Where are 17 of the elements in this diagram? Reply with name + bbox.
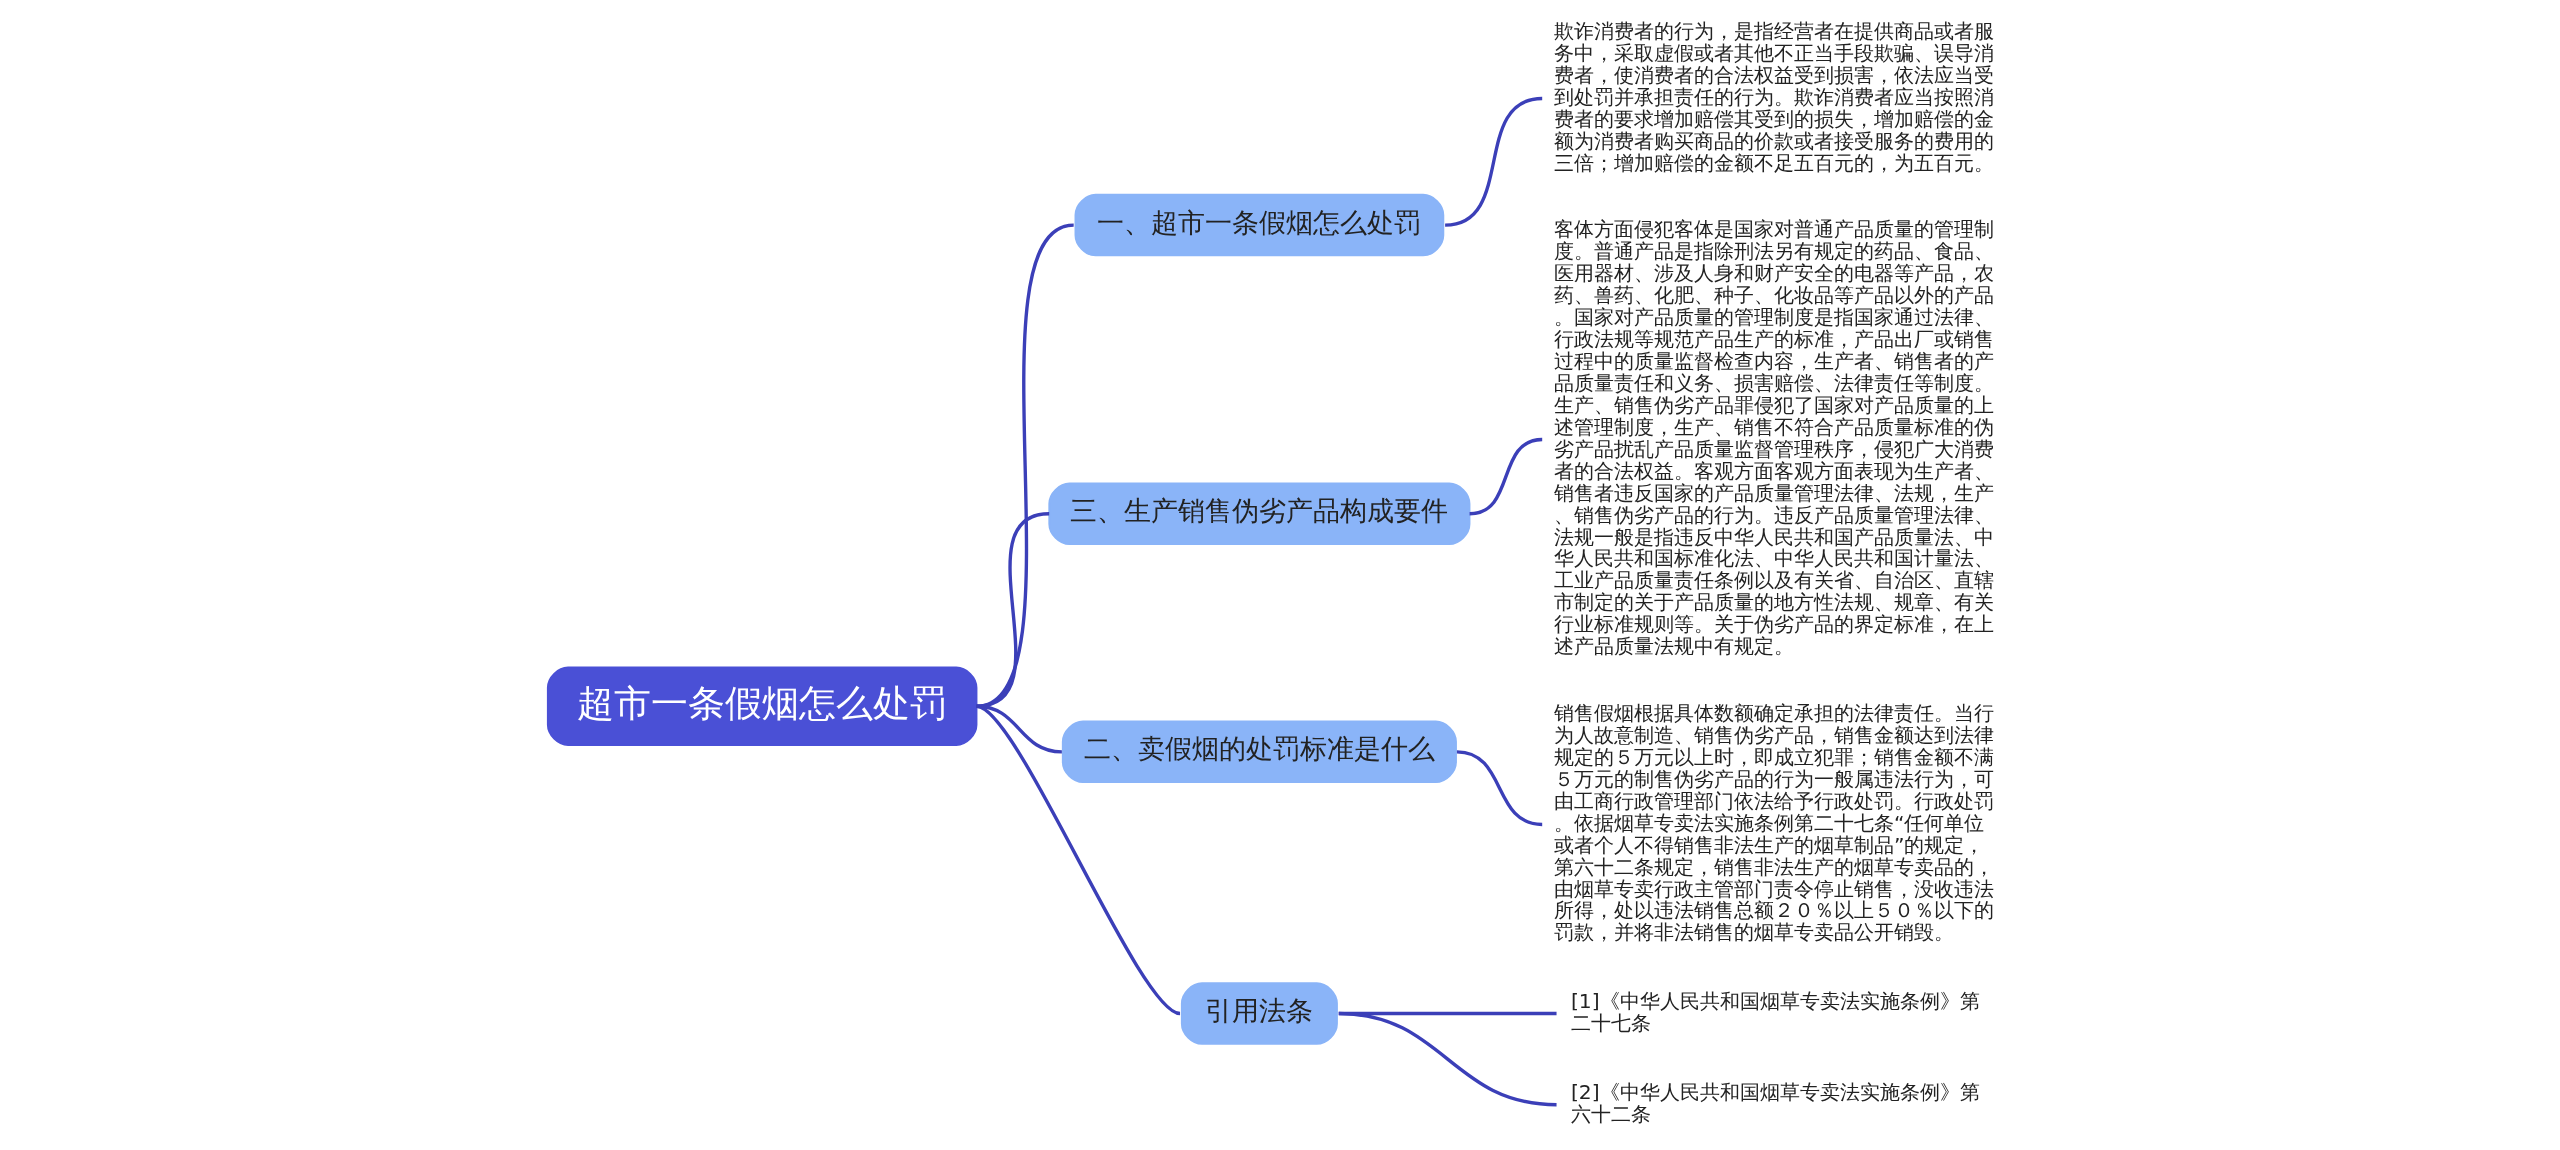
node-text: 客体方面侵犯客体是国家对普通产品质量的管理制度。普通产品是指除刑法另有规定的药品、食品、医用器材、涉及人身和财产安全的电器等产品，农药、兽药、化肥、种子、化妆品等产品以外的产品。国家对产品质量的管理制度是指国家通过法律、行政法规等规范产品生产的标准，产品出厂或销售过程中的质量监督检查内容，生产者、销售者的产品质量责任和义务、损害赔偿、法律责任等制度。生产、销售伪劣产品罪侵犯了国家对产品质量的上述管理制度，生产、销售不符合产品质量标准的伪劣产品扰乱产品质量监督管理秩序，侵犯广大消费者的合法权益。客观方面客观方面表现为生产者、销售者违反国家的产品质量管理法律、法规，生产、销售伪劣产品的行为。违反产品质量管理法律、法规一般是指违反中华人民共和国产品质量法、中华人民共和国标准化法、中华人民共和国计量法、工业产品质量责任条例以及有关省、自治区、直辖市制定的关于产品质量的地方性法规、规章、有关行业标准规则等。关于伪劣产品的界定标准，在上述产品质量法规中有规定。	[1553, 217, 1994, 659]
node-box: 引用法条	[1180, 982, 1338, 1045]
node-text: [2]《中华人民共和国烟草专卖法实施条例》第六十二条	[1570, 1079, 1980, 1126]
node-box: 二、卖假烟的处罚标准是什么	[1061, 720, 1457, 784]
node-box: 超市一条假烟怎么处罚	[546, 666, 977, 746]
node-text: 销售假烟根据具体数额确定承担的法律责任。当行为人故意制造、销售伪劣产品，销售金额达到法律规定的５万元以上时，即成立犯罪；销售金额不满５万元的制售伪劣产品的行为一般属违法行为，可由工商行政管理部门依法给予行政处罚。行政处罚。依据烟草专卖法实施条例第二十七条“任何单位或者个人不得销售非法生产的烟草制品”的规定，第六十二条规定，销售非法生产的烟草专卖品的，由烟草专卖行政主管部门责令停止销售，没收违法所得，处以违法销售总额２０％以上５０％以下的罚款，并将非法销售的烟草专卖品公开销毁。	[1553, 700, 1994, 945]
connector	[1468, 437, 1542, 516]
node-text: [1]《中华人民共和国烟草专卖法实施条例》第二十七条	[1570, 988, 1980, 1035]
node-box: 三、生产销售伪劣产品构成要件	[1047, 482, 1470, 546]
connector	[1338, 1011, 1557, 1107]
connector	[1444, 96, 1542, 227]
node-text: 欺诈消费者的行为，是指经营者在提供商品或者服务中，采取虚假或者其他不正当手段欺骗、误导消费者，使消费者的合法权益受到损害，依法应当受到处罚并承担责任的行为。欺诈消费者应当按照消费者的要求增加赔偿其受到的损失，增加赔偿的金额为消费者购买商品的价款或者接受服务的费用的三倍；增加赔偿的金额不足五百元的，为五百元。	[1553, 18, 1994, 175]
connector	[975, 512, 1050, 708]
connector	[1456, 750, 1542, 827]
connector	[975, 704, 1181, 1016]
connector	[975, 223, 1074, 708]
node-box: 一、超市一条假烟怎么处罚	[1074, 193, 1444, 257]
